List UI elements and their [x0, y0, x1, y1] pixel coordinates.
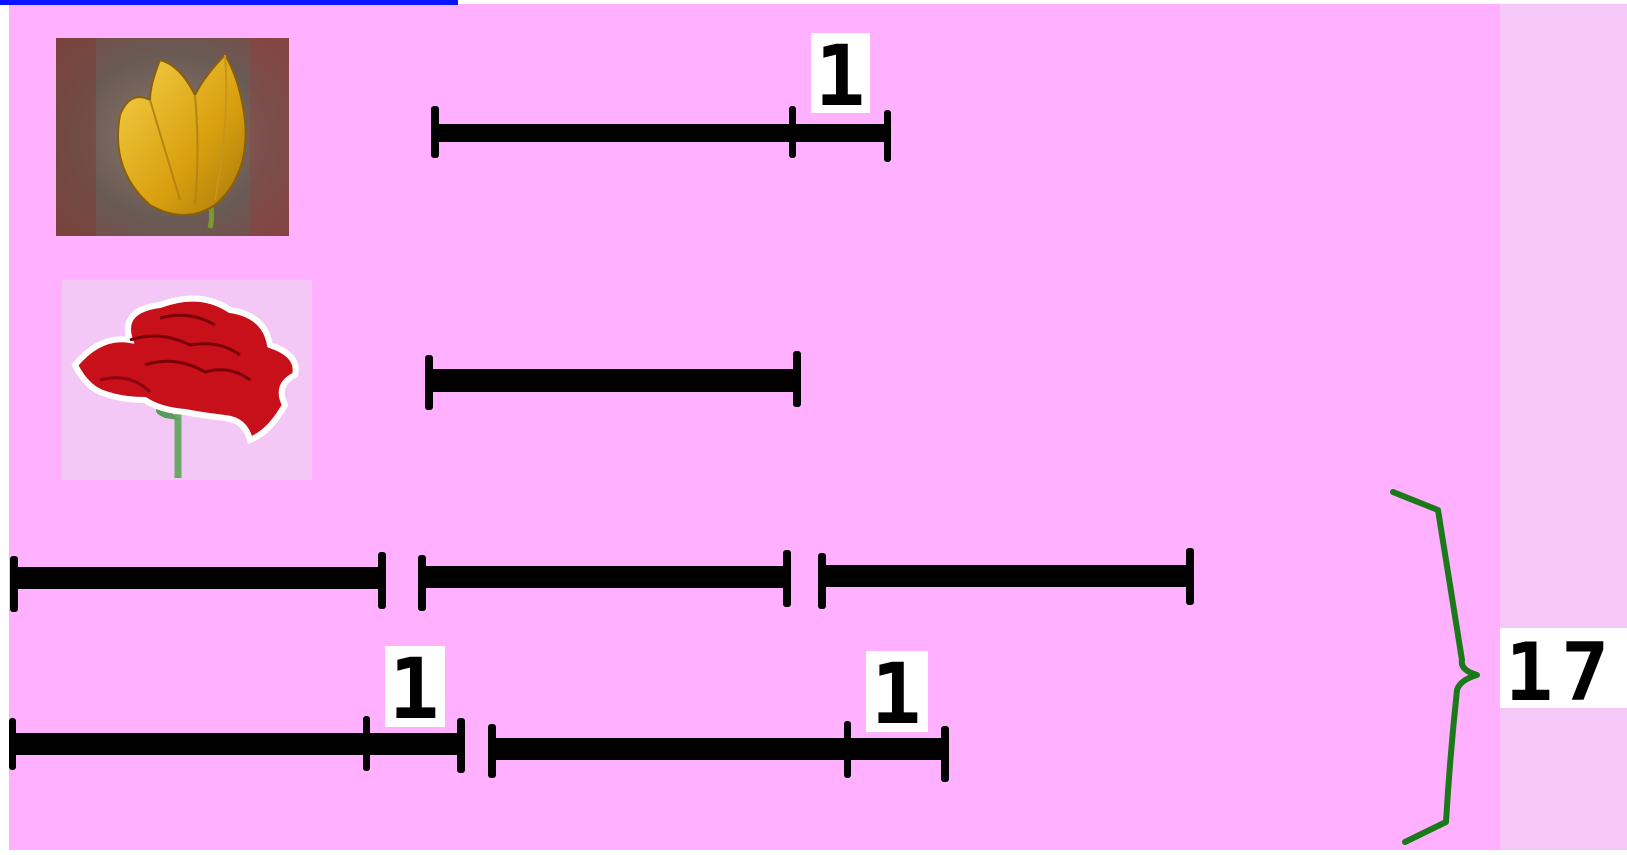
right-panel [1500, 0, 1627, 855]
tulip-extra-label: 1 [815, 27, 866, 125]
tick [10, 556, 18, 612]
tick [844, 721, 851, 778]
tick [488, 724, 496, 778]
rose-icon [62, 280, 312, 480]
tick [418, 555, 426, 611]
top-link-bar[interactable] [0, 0, 458, 5]
left-edge [0, 5, 9, 855]
tick [363, 716, 370, 771]
row3-segment [420, 566, 787, 588]
tick [783, 550, 791, 607]
tulip-segment [433, 124, 791, 142]
row3-segment [820, 565, 1189, 587]
row4-segment [12, 733, 366, 755]
tick [1186, 548, 1194, 605]
tick [793, 351, 801, 407]
tick [9, 718, 16, 770]
row3-segment [12, 567, 382, 589]
total-label: 17 [1505, 626, 1617, 719]
tick [818, 553, 826, 609]
row4-extra-left-label: 1 [389, 640, 440, 738]
tick [425, 355, 433, 410]
row4-extra-right-label: 1 [871, 645, 922, 743]
tick [378, 552, 386, 609]
rose-segment [428, 369, 798, 392]
tick [941, 726, 949, 782]
tulip-extra-segment [791, 124, 887, 142]
tick [884, 110, 891, 162]
tulip-icon [56, 38, 289, 236]
row4-segment [490, 738, 848, 760]
tick [431, 106, 439, 158]
tick [789, 106, 796, 158]
bottom-edge [0, 850, 1627, 855]
tick [457, 718, 465, 773]
top-edge [458, 0, 1627, 4]
